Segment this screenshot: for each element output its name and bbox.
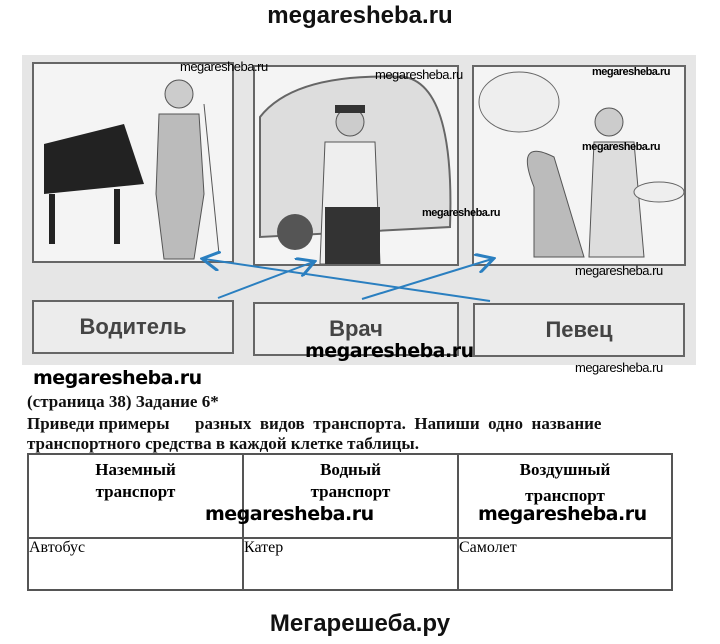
watermark: megaresheba.ru: [575, 263, 663, 278]
watermark: megaresheba.ru: [305, 340, 474, 362]
task-text-line2: транспортного средства в каждой клетке т…: [27, 434, 419, 453]
cell-air[interactable]: Самолет: [457, 537, 673, 591]
watermark: megaresheba.ru: [180, 59, 268, 74]
watermark: megaresheba.ru: [592, 66, 670, 78]
picture-singer: [32, 62, 234, 263]
watermark: megaresheba.ru: [575, 360, 663, 375]
cell-land[interactable]: Автобус: [27, 537, 244, 591]
picture-bus-driver: [253, 65, 459, 266]
dentist-icon: [478, 71, 685, 258]
singer-piano-icon: [44, 79, 220, 260]
watermark: megaresheba.ru: [205, 503, 374, 525]
task-text-line1: Приведи примеры разных видов транспорта.…: [27, 414, 602, 433]
watermark: megaresheba.ru: [375, 67, 463, 82]
watermark: megaresheba.ru: [478, 503, 647, 525]
picture-dentist: [472, 65, 686, 266]
label-singer[interactable]: Певец: [473, 303, 685, 357]
cell-water[interactable]: Катер: [242, 537, 459, 591]
footer-site: Мегарешеба.ру: [269, 610, 451, 637]
watermark: megaresheba.ru: [422, 207, 500, 219]
matching-arrows: [0, 0, 720, 302]
label-driver[interactable]: Водитель: [32, 300, 234, 354]
task-heading: (страница 38) Задание 6*: [27, 392, 219, 411]
label-doctor[interactable]: Врач: [253, 302, 459, 356]
bus-driver-icon: [259, 75, 452, 265]
watermark: megaresheba.ru: [582, 141, 660, 153]
arrow-driver-to-bus: [217, 262, 313, 299]
arrow-singer-to-singer-picture: [204, 259, 491, 302]
arrow-doctor-to-dentist: [361, 259, 492, 300]
watermark: megaresheba.ru: [33, 367, 202, 389]
site-title: megaresheba.ru: [267, 2, 453, 29]
